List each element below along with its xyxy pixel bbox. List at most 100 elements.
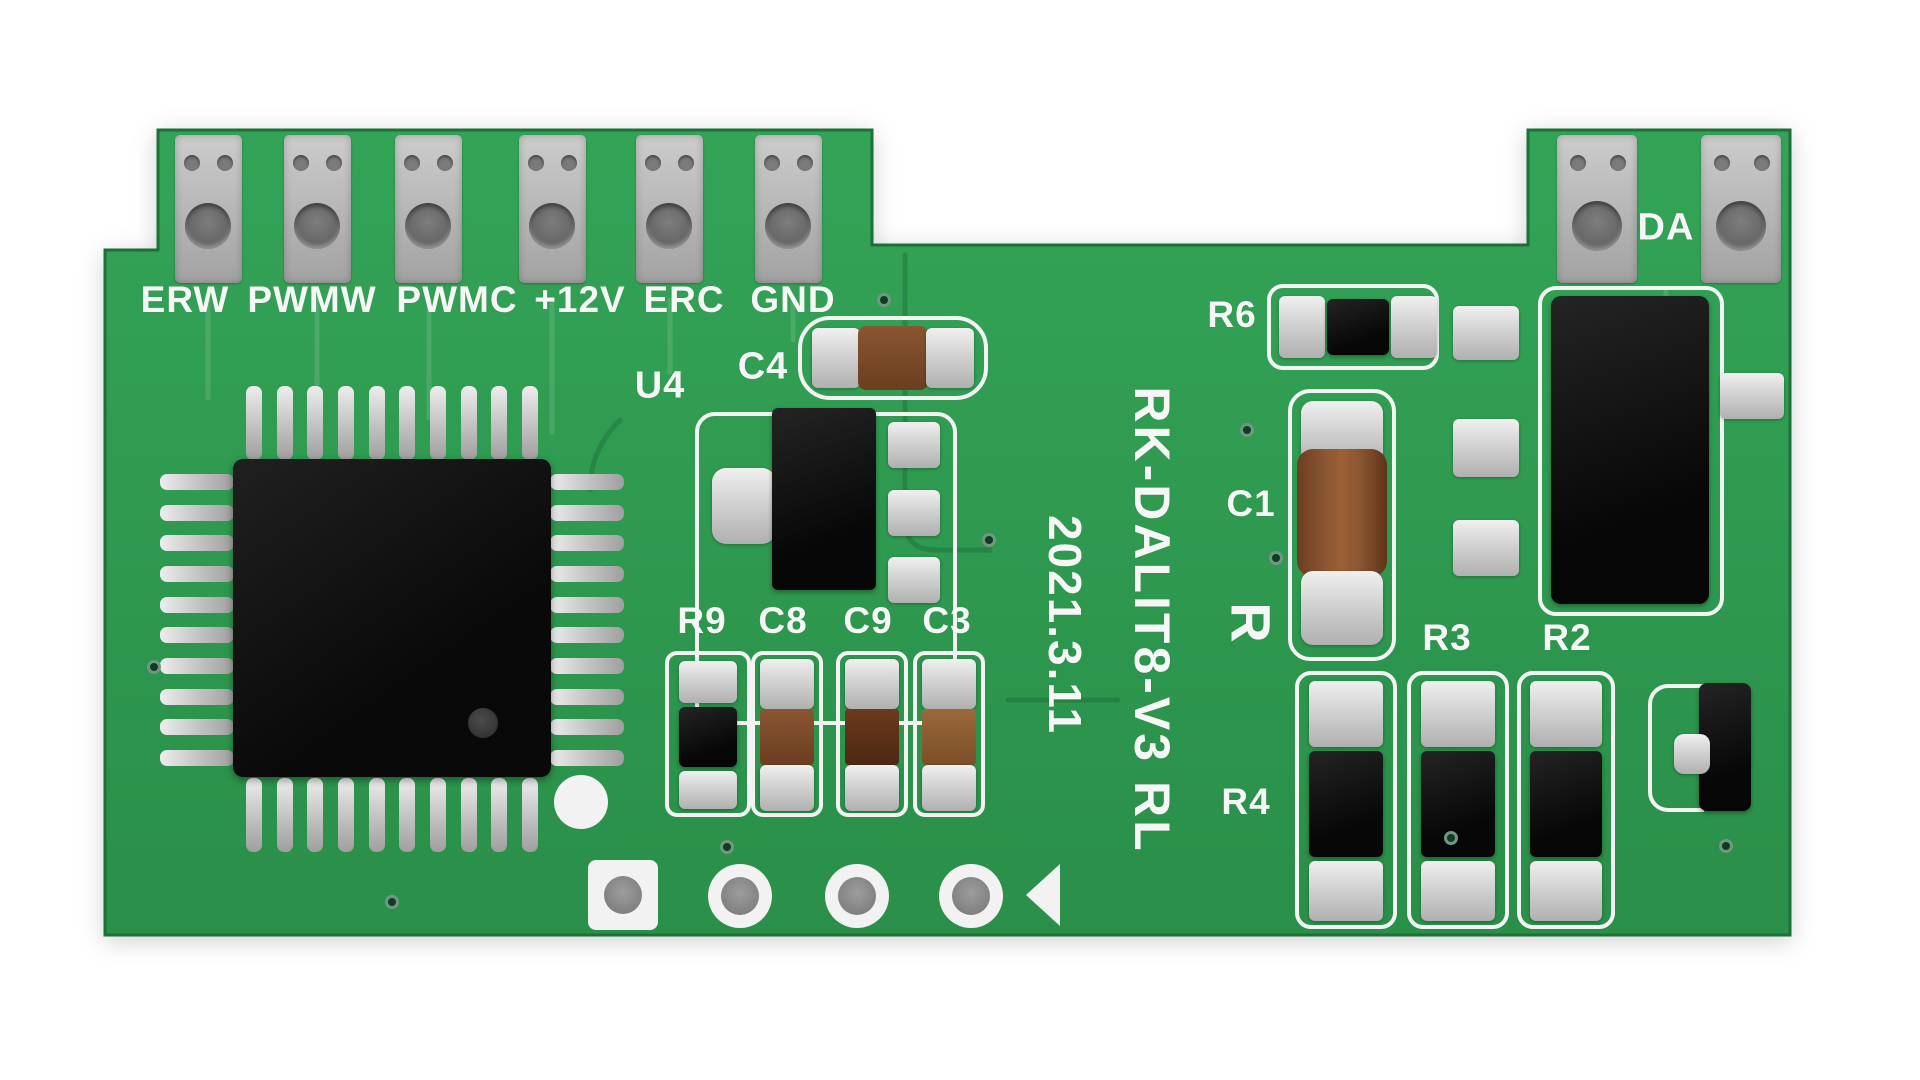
- terminal-label-12v: +12V: [534, 279, 626, 320]
- ic-lead: [160, 596, 234, 613]
- r9-pad: [679, 661, 737, 703]
- u4-pad: [888, 422, 940, 468]
- ic-lead: [337, 386, 354, 460]
- ic-lead: [521, 386, 538, 460]
- c8-capacitor-body: [760, 709, 814, 765]
- small-transistor-silk-outline: [1648, 684, 1704, 812]
- terminal-hole-icon: [404, 155, 420, 171]
- ic-lead: [307, 386, 324, 460]
- ic-lead: [246, 386, 262, 460]
- ic-lead: [160, 719, 234, 736]
- label-c3: C3: [922, 600, 972, 641]
- r6-body: [1327, 299, 1389, 355]
- ic-lead: [550, 504, 624, 521]
- qfp-leads-right: [550, 474, 624, 766]
- r9-pad: [679, 771, 737, 809]
- terminal-hole-icon: [293, 155, 309, 171]
- terminal-hole-icon: [764, 155, 780, 171]
- resistor3-pad: [1530, 861, 1602, 921]
- resistor2-silk-outline: [1407, 671, 1509, 929]
- mount-hole-icon: [952, 877, 990, 915]
- ic-lead: [399, 386, 416, 460]
- via-icon: [877, 293, 891, 307]
- resistor2-body: [1421, 751, 1495, 857]
- mount-hole-icon: [604, 876, 642, 914]
- terminal-hole-icon: [678, 155, 694, 171]
- board-model-text: RK-DALIT8-V3 RL: [1124, 386, 1180, 854]
- terminal-label-erc: ERC: [643, 279, 725, 320]
- ic-lead: [160, 535, 234, 552]
- c8-pad: [760, 765, 814, 811]
- resistor1-body: [1309, 751, 1383, 857]
- mount-pad-round: [825, 864, 889, 928]
- resistor1-pad: [1309, 861, 1383, 921]
- ic-lead: [160, 565, 234, 582]
- terminal-screw-hole-icon: [1572, 201, 1622, 251]
- label-c8: C8: [758, 600, 808, 641]
- mount-pad-round: [708, 864, 772, 928]
- smd-pad: [1453, 419, 1519, 477]
- terminal-pad-erw: [175, 135, 242, 283]
- mount-hole-icon: [721, 877, 759, 915]
- resistor2-pad: [1421, 861, 1495, 921]
- ic-lead: [460, 778, 477, 852]
- terminal-pad-erc: [636, 135, 703, 283]
- u4-pad: [888, 490, 940, 536]
- terminal-screw-hole-icon: [1716, 201, 1766, 251]
- ic-lead: [160, 474, 234, 490]
- terminal-label-erw: ERW: [140, 279, 230, 320]
- ic-lead: [276, 386, 293, 460]
- board-date-text: 2021.3.11: [1039, 514, 1091, 736]
- label-r6: R6: [1207, 294, 1257, 335]
- c4-pad: [926, 328, 974, 388]
- qfp-leads-top: [246, 386, 538, 460]
- ic-lead: [491, 386, 508, 460]
- ic-lead: [160, 627, 234, 644]
- ic-lead: [550, 596, 624, 613]
- terminal-hole-icon: [217, 155, 233, 171]
- smd-pad: [1453, 306, 1519, 360]
- terminal-hole-icon: [645, 155, 661, 171]
- resistor3-body: [1530, 751, 1602, 857]
- terminal-hole-icon: [1754, 155, 1770, 171]
- c3-silk-outline: [913, 651, 985, 817]
- label-r4: R4: [1221, 781, 1271, 822]
- ic-lead: [550, 749, 624, 766]
- terminal-pad-da-left: [1557, 135, 1637, 283]
- u4-pad: [888, 557, 940, 603]
- label-r3: R3: [1422, 617, 1472, 658]
- ic-lead: [160, 657, 234, 674]
- smd-pad: [1453, 520, 1519, 576]
- via-icon: [1240, 423, 1254, 437]
- terminal-hole-icon: [528, 155, 544, 171]
- mount-hole-icon: [838, 877, 876, 915]
- r6-pad: [1279, 296, 1325, 358]
- ic-lead: [550, 565, 624, 582]
- ic-lead: [337, 778, 354, 852]
- ic-lead: [491, 778, 508, 852]
- u4-pad: [712, 468, 776, 544]
- r6-silk-outline: [1267, 284, 1439, 370]
- terminal-label-da: DA: [1637, 206, 1695, 249]
- c3-pad: [922, 659, 976, 709]
- label-c1: C1: [1226, 483, 1276, 524]
- resistor3-silk-outline: [1517, 671, 1615, 929]
- c4-pad: [812, 328, 860, 388]
- label-r9: R9: [677, 600, 727, 641]
- terminal-screw-hole-icon: [765, 203, 811, 249]
- ic-lead: [550, 474, 624, 490]
- label-r: R: [1219, 602, 1283, 644]
- qfp-leads-bottom: [246, 778, 538, 852]
- terminal-hole-icon: [561, 155, 577, 171]
- terminal-hole-icon: [326, 155, 342, 171]
- c4-silk-outline: [798, 316, 988, 400]
- terminal-hole-icon: [184, 155, 200, 171]
- c1-capacitor-body: [1297, 449, 1387, 577]
- qfp-leads-left: [160, 474, 234, 766]
- ic-lead: [307, 778, 324, 852]
- mount-pad-square: [588, 860, 658, 930]
- ic-lead: [521, 778, 538, 852]
- terminal-pad-pwmc: [395, 135, 462, 283]
- ic-lead: [160, 504, 234, 521]
- main-ic-body: [233, 459, 551, 777]
